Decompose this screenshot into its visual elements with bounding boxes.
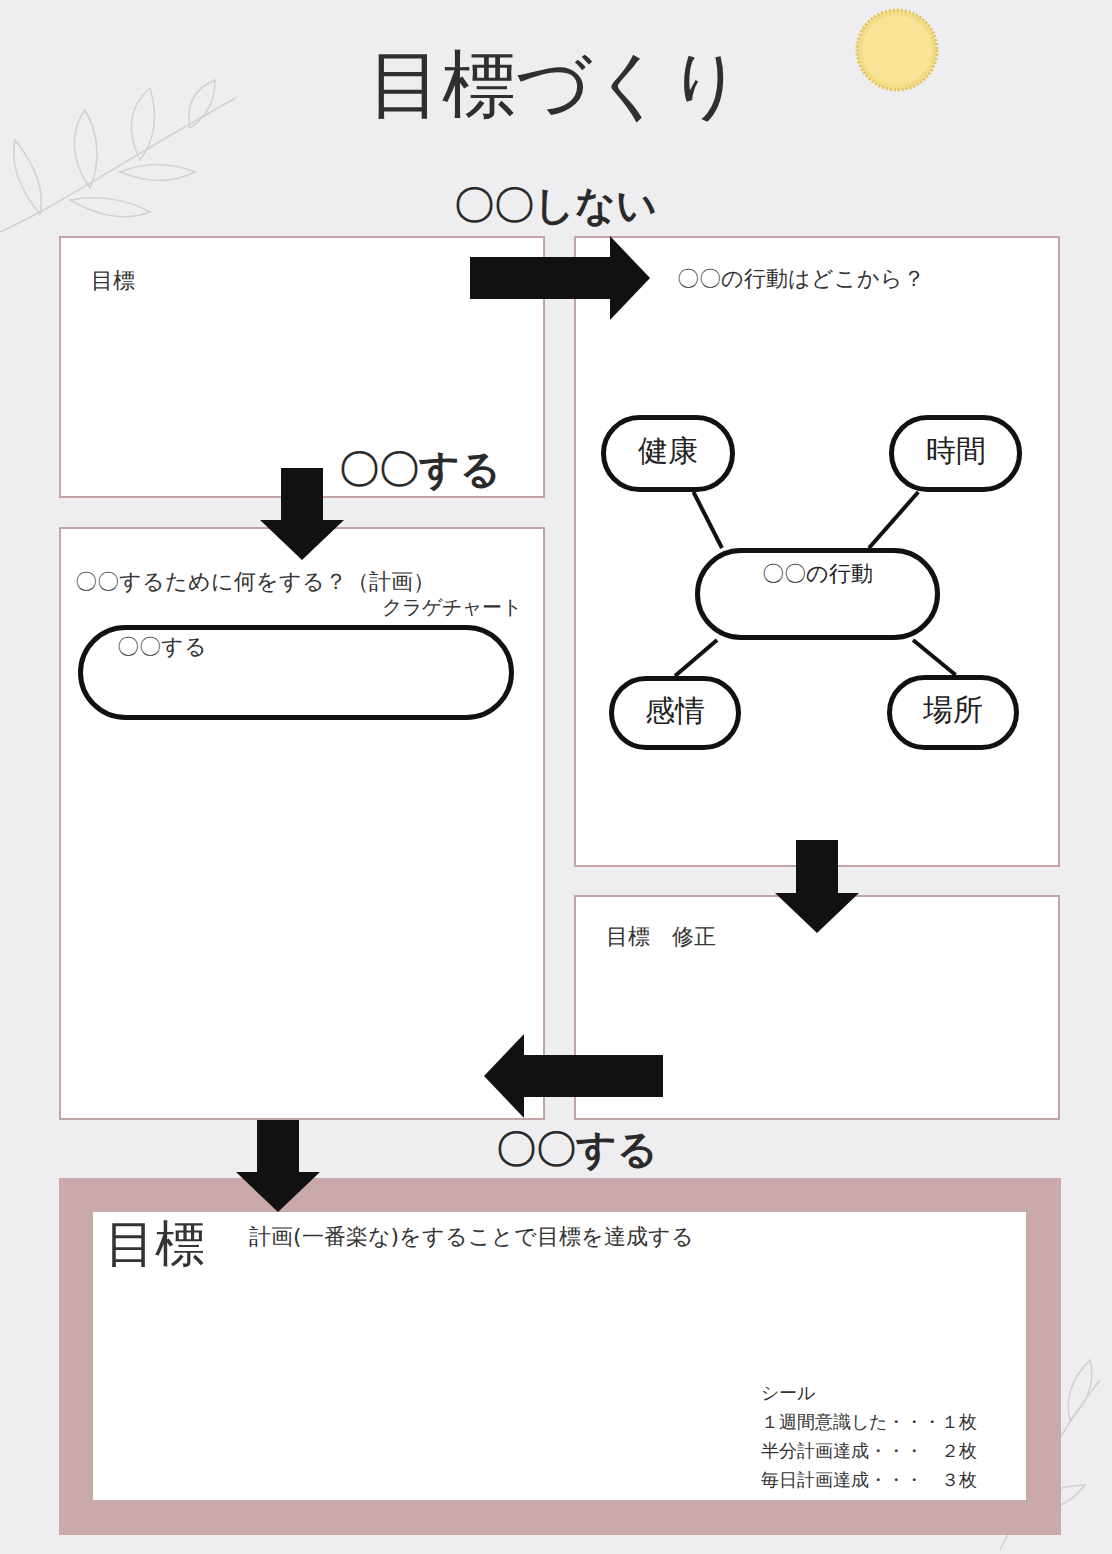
revised-goal-box: 目標 修正 xyxy=(574,895,1060,1120)
arrow-label: 〇〇する xyxy=(496,1126,658,1172)
leaf xyxy=(131,88,154,160)
factor-pill: 感情 xyxy=(609,676,741,750)
box-heading: 目標 xyxy=(91,268,135,294)
leaf xyxy=(14,140,42,214)
box-heading: 目標 修正 xyxy=(606,924,716,950)
arrow-label: 〇〇しない xyxy=(454,182,657,228)
factor-pill: 健康 xyxy=(601,415,735,492)
box-heading: 〇〇の行動はどこから？ xyxy=(677,266,925,292)
arrow-label: 〇〇する xyxy=(339,446,501,492)
leaf xyxy=(120,165,195,181)
factor-pill: 時間 xyxy=(889,415,1022,492)
pill-label: 時間 xyxy=(894,433,1017,469)
pill-label: 〇〇の行動 xyxy=(700,561,935,587)
pill-label: 健康 xyxy=(606,433,730,469)
sticker-rule: 半分計画達成・・・ ２枚 xyxy=(761,1440,977,1462)
page-title: 目標づくり xyxy=(0,42,1112,127)
chart-name: クラゲチャート xyxy=(382,595,522,619)
sun xyxy=(857,10,937,90)
pill-label: 感情 xyxy=(614,693,736,729)
goal-instruction: 計画(一番楽な)をすることで目標を達成する xyxy=(249,1224,694,1250)
behavior-box: 〇〇の行動はどこから？ 健康 時間〇〇の行動感情 場所 xyxy=(574,236,1060,867)
leaf xyxy=(189,80,215,128)
leaf xyxy=(74,110,97,188)
plan-box: 〇〇するために何をする？（計画）クラゲチャート〇〇する xyxy=(59,527,545,1120)
leaf-branch xyxy=(0,80,236,232)
sun-rim xyxy=(857,10,937,90)
sticker-rule: １週間意識した・・・１枚 xyxy=(761,1411,977,1433)
sticker-heading: シール xyxy=(761,1382,815,1404)
goal-heading: 目標 xyxy=(105,1214,205,1274)
final-goal-band: 目標 計画(一番楽な)をすることで目標を達成するシール １週間意識した・・・１枚半分… xyxy=(59,1178,1061,1535)
pill-label: 〇〇する xyxy=(117,634,207,660)
leaf xyxy=(70,198,150,217)
leaf xyxy=(1068,1360,1092,1420)
sticker-rule: 毎日計画達成・・・ ３枚 xyxy=(761,1469,977,1491)
pill-label: 場所 xyxy=(892,692,1014,728)
center-pill: 〇〇の行動 xyxy=(695,548,940,640)
factor-pill: 場所 xyxy=(887,675,1019,750)
arrow-shaft xyxy=(257,1120,299,1172)
box-heading: 〇〇するために何をする？（計画） xyxy=(75,569,435,595)
jellyfish-head: 〇〇する xyxy=(78,625,514,720)
sun-disc xyxy=(862,15,932,85)
goal-panel: 目標 計画(一番楽な)をすることで目標を達成するシール １週間意識した・・・１枚半分… xyxy=(93,1212,1026,1500)
